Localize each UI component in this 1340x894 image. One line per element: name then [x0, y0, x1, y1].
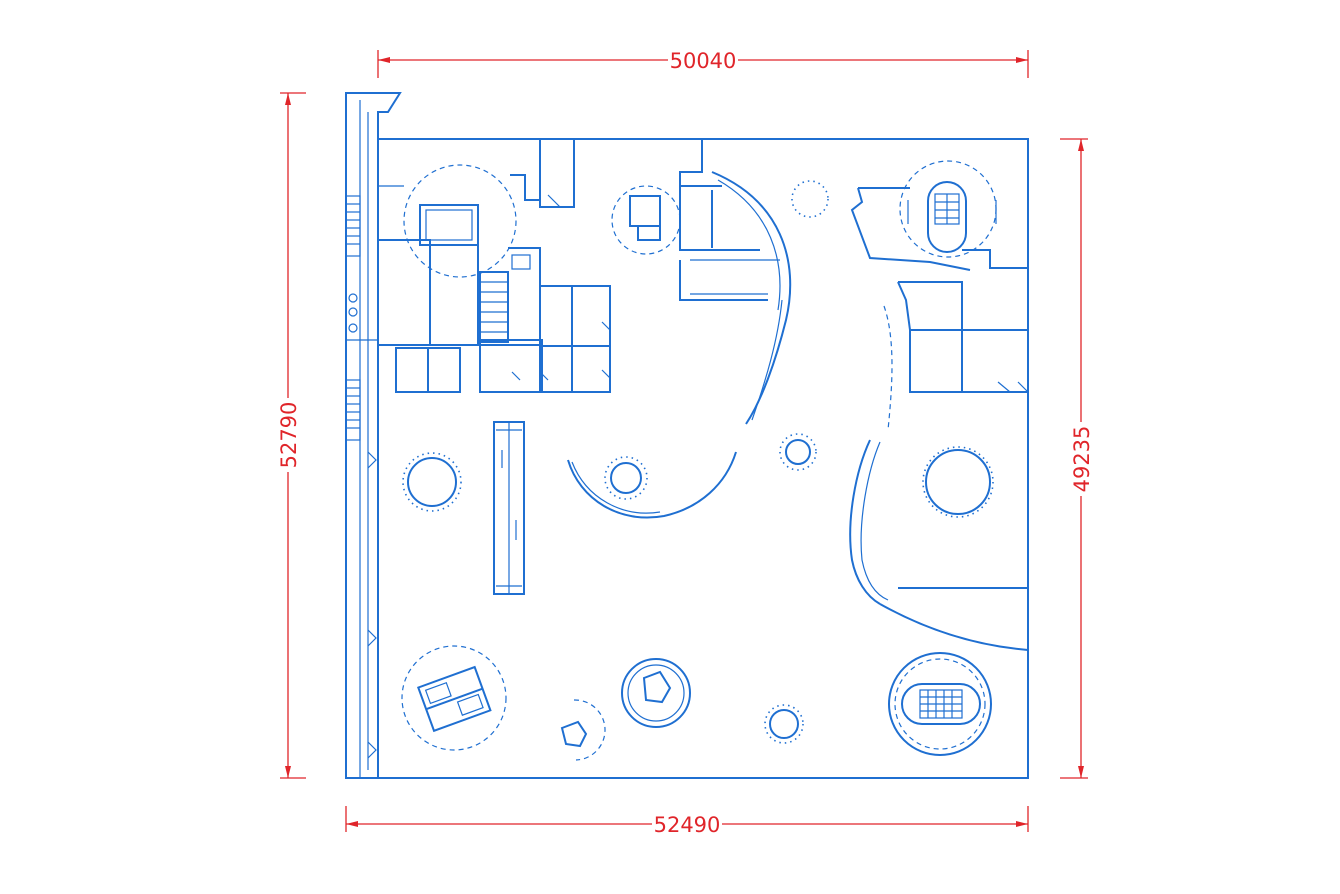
west-stair-lower: [345, 379, 361, 441]
east-curved-boundary: [849, 305, 1029, 651]
west-fixtures: [346, 293, 378, 341]
curved-wall-main: [567, 171, 792, 519]
sw-stair-core: [401, 645, 507, 751]
dimension-right: 49235: [1060, 138, 1094, 779]
dimension-top-label: 50040: [670, 49, 737, 73]
south-kiosk-west: [560, 699, 606, 761]
ne-stair-core: [899, 160, 997, 258]
column-ring-west: [402, 452, 462, 512]
east-ring-large: [922, 446, 994, 518]
ne-rooms: [850, 187, 1029, 393]
north-corridor: [679, 139, 780, 301]
north-small-room: [611, 185, 681, 255]
north-ring: [791, 180, 829, 218]
west-wall-markers: [367, 451, 377, 759]
dimension-left-label: 52790: [277, 402, 301, 469]
south-ring-small: [764, 704, 804, 744]
nw-rooms: [378, 139, 575, 346]
nw-core-circle: [403, 164, 517, 278]
south-kiosk-centre: [621, 658, 691, 728]
se-stair-core: [888, 652, 992, 756]
dimension-top: 50040: [377, 49, 1029, 78]
column-ring-mid: [779, 433, 817, 471]
building-outline: [345, 92, 1029, 779]
column-ring-centre: [604, 456, 648, 500]
dimension-bottom: 52490: [345, 806, 1029, 837]
west-stair-upper: [345, 195, 361, 257]
dimension-right-label: 49235: [1070, 426, 1094, 493]
escalator: [493, 421, 525, 595]
dimension-bottom-label: 52490: [654, 813, 721, 837]
nw-lower-rooms: [395, 285, 611, 393]
dimension-left: 52790: [277, 92, 306, 779]
